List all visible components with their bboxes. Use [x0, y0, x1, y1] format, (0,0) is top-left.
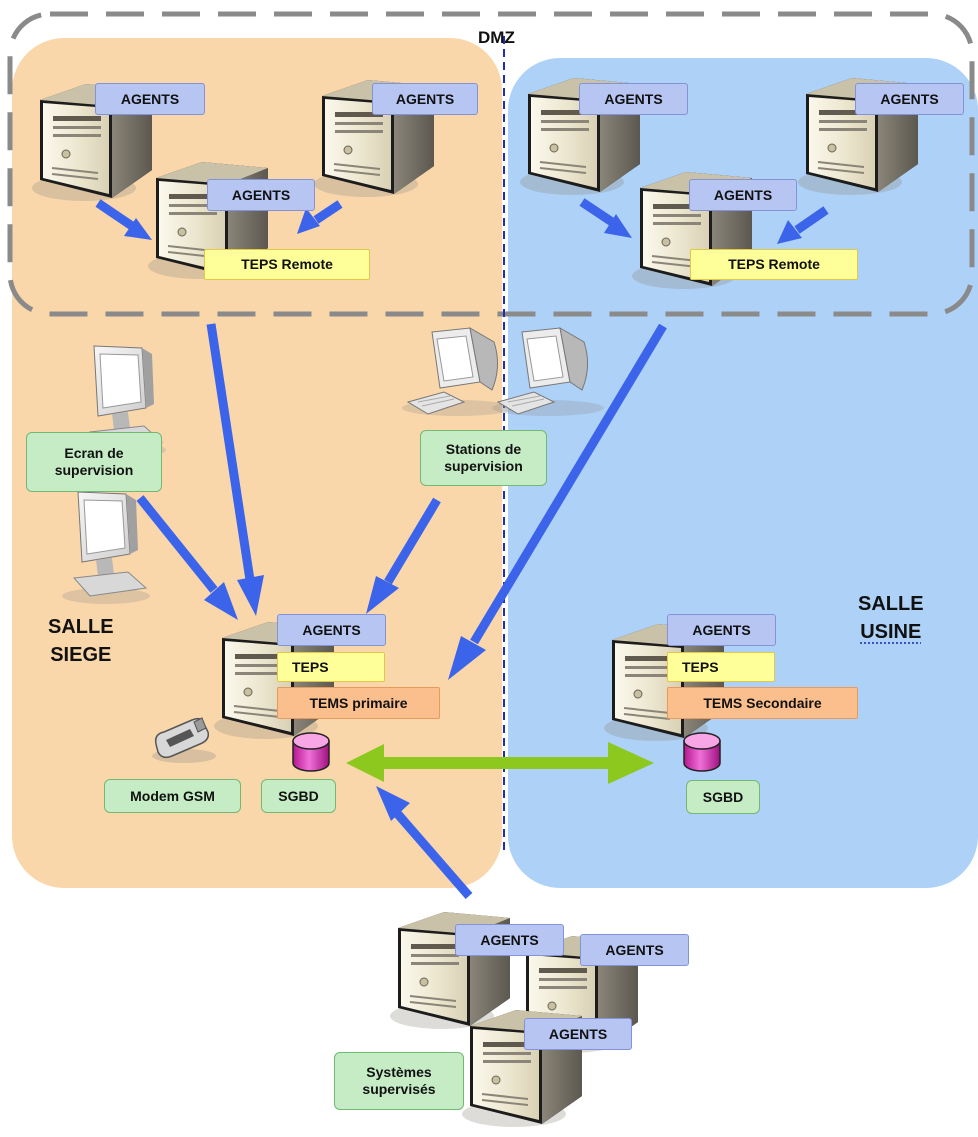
arrow-systemes-to-sgbd [376, 786, 473, 899]
agents-label: AGENTS [689, 179, 797, 211]
systemes-supervises-label: Systèmes supervisés [334, 1052, 464, 1110]
salle-usine-label: SALLE USINE [858, 590, 924, 646]
modem-gsm-label: Modem GSM [104, 779, 241, 813]
agents-label: AGENTS [855, 83, 964, 115]
salle-siege-line1: SALLE [48, 616, 114, 638]
teps-remote-left-label: TEPS Remote [204, 249, 370, 280]
teps-remote-right-label: TEPS Remote [690, 249, 858, 280]
arrow-ecran-to-siege [136, 495, 238, 620]
teps-remote-right-text: TEPS Remote [728, 256, 820, 272]
agents-label: AGENTS [667, 614, 776, 646]
teps-siege-label: TEPS [277, 652, 385, 682]
ecran-supervision-label: Ecran de supervision [26, 432, 162, 492]
arrow-to-teps-remote-left-a [95, 199, 152, 240]
arrow-to-teps-remote-left-b [297, 200, 343, 234]
salle-usine-line1: SALLE [858, 593, 924, 615]
agents-label: AGENTS [207, 179, 315, 211]
arrow-to-teps-remote-right-b [777, 206, 829, 244]
sgbd-usine-label: SGBD [686, 780, 760, 814]
replication-arrow [346, 742, 654, 784]
tems-primaire-label: TEMS primaire [277, 687, 440, 719]
teps-remote-left-text: TEPS Remote [241, 256, 333, 272]
teps-usine-label: TEPS [667, 652, 775, 682]
agents-label: AGENTS [277, 614, 386, 646]
dmz-label: DMZ [478, 28, 515, 47]
sgbd-siege-label: SGBD [261, 779, 336, 813]
arrow-remote-right-to-siege [448, 323, 667, 680]
arrow-stations-to-siege [366, 497, 441, 614]
arrow-to-teps-remote-right-a [579, 198, 632, 238]
stations-supervision-label: Stations de supervision [420, 430, 547, 486]
salle-siege-line2: SIEGE [50, 644, 112, 666]
database-icon [292, 732, 330, 772]
agents-label: AGENTS [580, 934, 689, 966]
agents-label: AGENTS [95, 83, 205, 115]
agents-label: AGENTS [372, 83, 478, 115]
arrow-remote-left-to-siege [206, 323, 264, 616]
agents-label: AGENTS [579, 83, 688, 115]
database-icon [683, 732, 721, 772]
salle-usine-line2: USINE [860, 621, 922, 643]
agents-label: AGENTS [524, 1018, 632, 1050]
agents-label: AGENTS [455, 924, 564, 956]
tems-secondaire-label: TEMS Secondaire [667, 687, 858, 719]
salle-siege-label: SALLE SIEGE [48, 613, 114, 669]
